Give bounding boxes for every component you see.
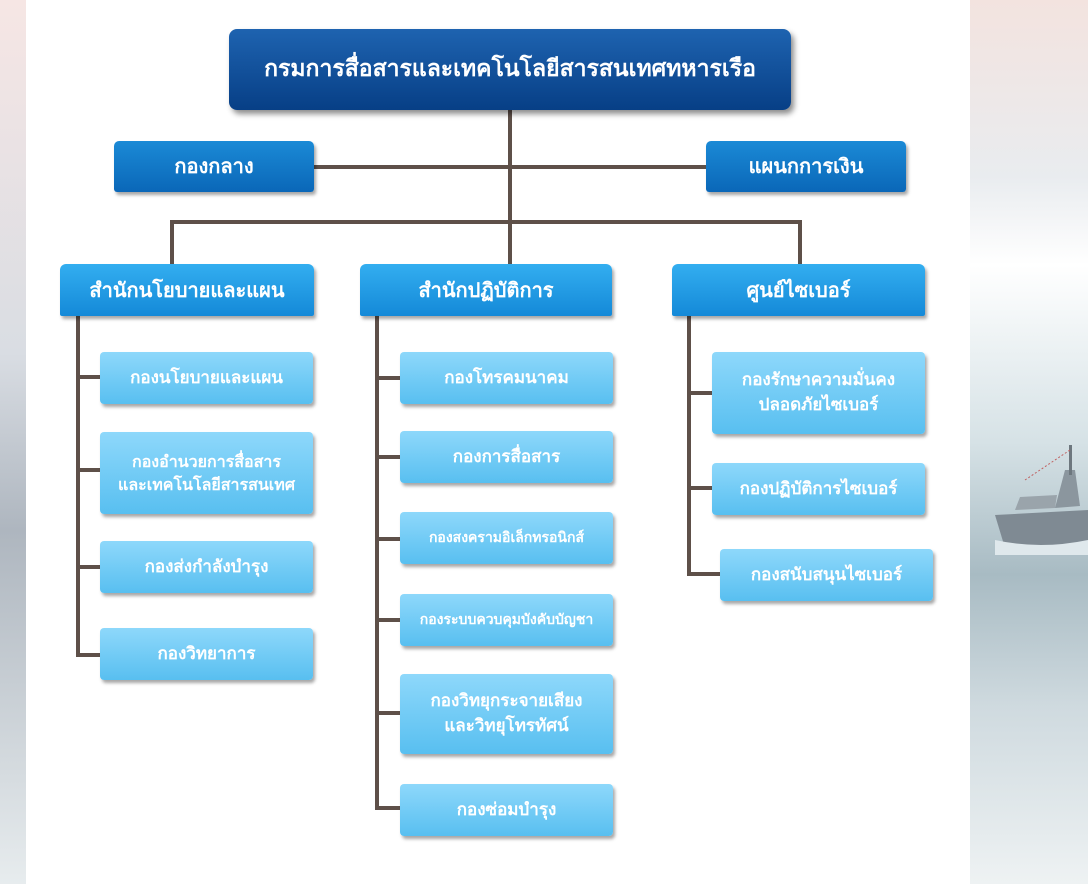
unit-box: กองระบบควบคุมบังคับบัญชา xyxy=(400,594,613,646)
unit-box: กองปฏิบัติการไซเบอร์ xyxy=(712,463,925,515)
staff-unit-left: กองกลาง xyxy=(114,141,314,192)
staff-unit-right: แผนกการเงิน xyxy=(706,141,906,192)
unit-box: กองโทรคมนาคม xyxy=(400,352,613,404)
unit-box: กองส่งกำลังบำรุง xyxy=(100,541,313,593)
division-box: สำนักนโยบายและแผน xyxy=(60,264,314,316)
unit-box: กองสงครามอิเล็กทรอนิกส์ xyxy=(400,512,613,564)
unit-box: กองซ่อมบำรุง xyxy=(400,784,613,836)
unit-box: กองนโยบายและแผน xyxy=(100,352,313,404)
unit-box: กองวิทยุกระจายเสียง และวิทยุโทรทัศน์ xyxy=(400,674,613,754)
unit-box: กองสนับสนุนไซเบอร์ xyxy=(720,549,933,601)
navy-ship-image xyxy=(995,445,1088,555)
unit-box: กองวิทยาการ xyxy=(100,628,313,680)
unit-box: กองรักษาความมั่นคง ปลอดภัยไซเบอร์ xyxy=(712,352,925,434)
root-unit-box: กรมการสื่อสารและเทคโนโลยีสารสนเทศทหารเรื… xyxy=(229,29,791,110)
division-box: สำนักปฏิบัติการ xyxy=(360,264,612,316)
background-photo-left xyxy=(0,0,26,884)
background-photo-right xyxy=(970,0,1088,884)
unit-box: กองการสื่อสาร xyxy=(400,431,613,483)
unit-box: กองอำนวยการสื่อสาร และเทคโนโลยีสารสนเทศ xyxy=(100,432,313,514)
division-box: ศูนย์ไซเบอร์ xyxy=(672,264,925,316)
